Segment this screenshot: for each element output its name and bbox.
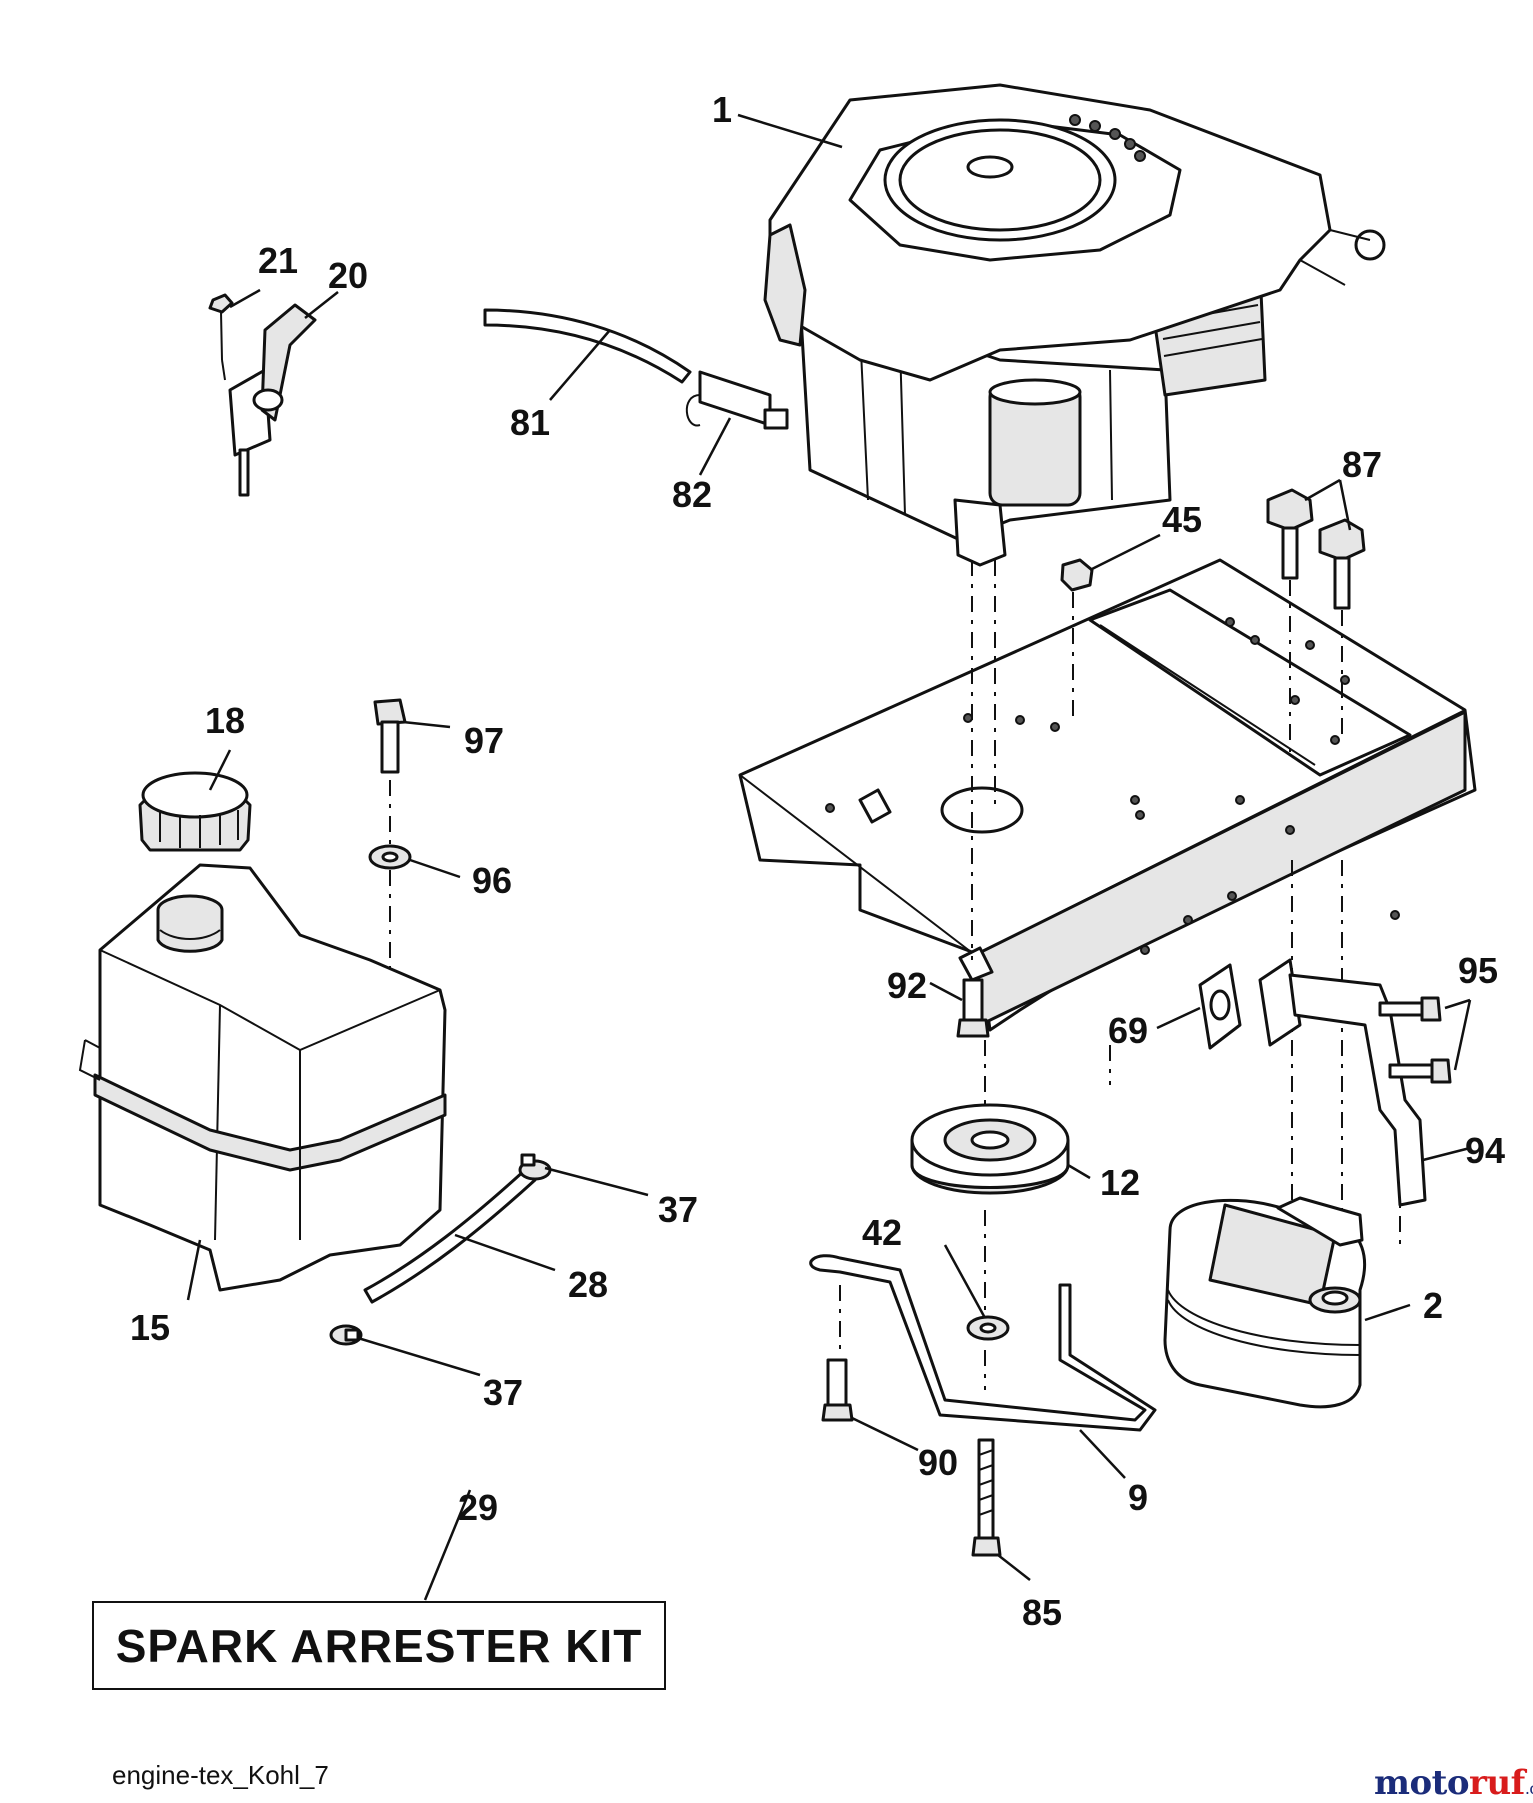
bracket-9 xyxy=(809,1254,1157,1432)
label-28: 28 xyxy=(568,1264,608,1305)
label-97: 97 xyxy=(464,720,504,761)
clamp-37-upper xyxy=(518,1153,552,1181)
spark-arrester-kit-label: SPARK ARRESTER KIT xyxy=(115,1619,643,1672)
shutoff-valve-82 xyxy=(685,370,789,430)
label-96: 96 xyxy=(472,860,512,901)
label-29: 29 xyxy=(458,1487,498,1528)
label-94: 94 xyxy=(1465,1130,1505,1171)
motoruf-watermark: motoruf.de xyxy=(1374,1763,1533,1803)
label-18: 18 xyxy=(205,700,245,741)
bolt-97 xyxy=(373,698,407,774)
throttle-control xyxy=(208,293,317,497)
label-37-lower: 37 xyxy=(483,1372,523,1413)
fuel-tank-15 xyxy=(78,863,447,1292)
nut-45 xyxy=(1060,558,1094,592)
bolts-95 xyxy=(1378,996,1452,1084)
label-87: 87 xyxy=(1342,444,1382,485)
fuel-line-81 xyxy=(483,308,692,384)
mounting-plate xyxy=(738,558,1477,1032)
label-92: 92 xyxy=(887,965,927,1006)
label-15: 15 xyxy=(130,1307,170,1348)
label-85: 85 xyxy=(1022,1592,1062,1633)
label-90: 90 xyxy=(918,1442,958,1483)
diagram-reference-code: engine-tex_Kohl_7 xyxy=(112,1760,329,1790)
label-9: 9 xyxy=(1128,1477,1148,1518)
label-81: 81 xyxy=(510,402,550,443)
bolt-85 xyxy=(971,1438,1002,1557)
label-12: 12 xyxy=(1100,1162,1140,1203)
watermark-part-3: .de xyxy=(1524,1779,1533,1798)
bolt-92 xyxy=(956,978,990,1038)
label-20: 20 xyxy=(328,255,368,296)
clamp-37-lower xyxy=(329,1324,363,1346)
label-1: 1 xyxy=(712,89,732,130)
washer-96 xyxy=(368,844,412,870)
engine-assembly xyxy=(763,83,1386,567)
muffler-2 xyxy=(1163,1196,1367,1409)
label-2: 2 xyxy=(1423,1285,1443,1326)
bolt-90 xyxy=(821,1358,854,1422)
pulley-12 xyxy=(910,1103,1070,1195)
fuel-cap-18 xyxy=(138,771,252,852)
washer-42 xyxy=(966,1315,1010,1341)
gasket-69 xyxy=(1198,963,1242,1050)
label-37-upper: 37 xyxy=(658,1189,698,1230)
leader-lines xyxy=(186,113,1472,1601)
label-21: 21 xyxy=(258,240,298,281)
watermark-part-2: ruf xyxy=(1469,1763,1525,1803)
bolts-87 xyxy=(1266,488,1366,610)
label-69: 69 xyxy=(1108,1010,1148,1051)
watermark-part-1: moto xyxy=(1374,1763,1470,1803)
part-labels: 1 21 20 81 82 87 45 18 97 96 92 95 69 94… xyxy=(130,89,1505,1633)
label-42: 42 xyxy=(862,1212,902,1253)
label-82: 82 xyxy=(672,474,712,515)
label-95: 95 xyxy=(1458,950,1498,991)
spark-arrester-kit-box: SPARK ARRESTER KIT xyxy=(92,1601,666,1690)
label-45: 45 xyxy=(1162,499,1202,540)
